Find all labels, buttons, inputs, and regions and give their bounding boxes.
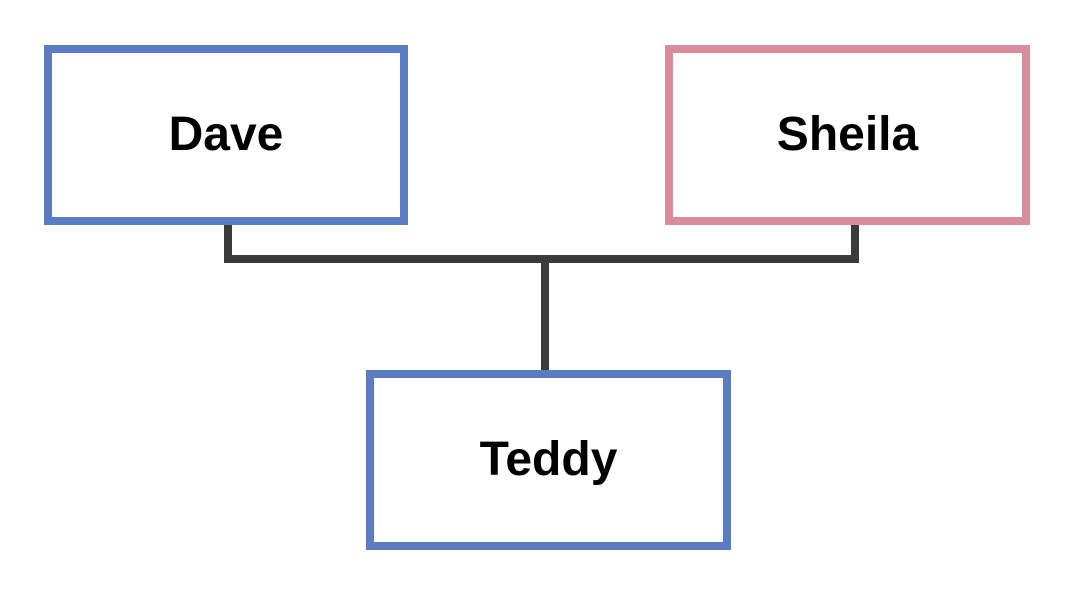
person-box-teddy: Teddy [366,370,731,550]
person-box-sheila: Sheila [665,45,1030,225]
person-box-dave: Dave [44,45,408,225]
person-name-dave: Dave [168,108,284,161]
person-name-sheila: Sheila [776,108,919,161]
parent-link-line [224,221,859,263]
person-name-teddy: Teddy [479,433,618,486]
